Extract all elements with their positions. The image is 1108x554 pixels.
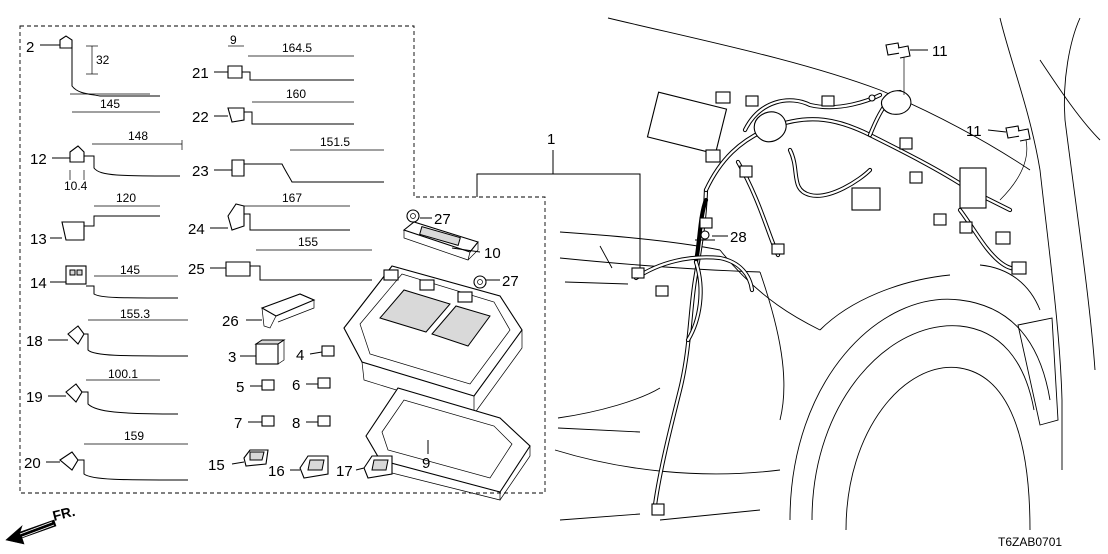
- clip-12: [69, 140, 183, 180]
- clip-21: [227, 45, 354, 81]
- callout-23: 23: [192, 163, 209, 180]
- dim-21-length: 164.5: [282, 41, 312, 55]
- dim-18: 155.3: [120, 307, 150, 321]
- callout-19: 19: [26, 389, 43, 406]
- callout-12: 12: [30, 151, 47, 168]
- dim-22: 160: [286, 87, 306, 101]
- harness-connectors: [631, 90, 1027, 516]
- callout-11-top: 11: [932, 43, 948, 60]
- clip-2: [59, 35, 160, 113]
- callout-1: 1: [547, 131, 555, 148]
- callout-18: 18: [26, 333, 43, 350]
- relay-block-10: [402, 221, 479, 261]
- callout-14: 14: [30, 275, 47, 292]
- dim-13: 120: [116, 191, 136, 205]
- front-direction-label: FR.: [51, 503, 77, 524]
- front-direction-indicator: FR.: [5, 503, 77, 545]
- callout-22: 22: [192, 109, 209, 126]
- callout-27-top: 27: [434, 211, 451, 228]
- dim-12-offset: 10.4: [64, 179, 88, 193]
- dim-23: 151.5: [320, 135, 350, 149]
- dim-24: 167: [282, 191, 302, 205]
- callout-15: 15: [208, 457, 225, 474]
- callout-4: 4: [296, 347, 304, 364]
- fuse-box-lower-cover: [365, 387, 531, 501]
- dim-2-height: 32: [96, 53, 110, 67]
- callout-5: 5: [236, 379, 244, 396]
- clip-20: [59, 443, 189, 481]
- callout-3: 3: [228, 349, 236, 366]
- clip-24: [227, 203, 350, 231]
- callout-9: 9: [422, 455, 430, 472]
- leader-lines: [40, 44, 1007, 471]
- callout-27-bottom: 27: [502, 273, 519, 290]
- wire-harness: [633, 89, 1021, 508]
- clip-28: [695, 230, 715, 241]
- dim-21-head: 9: [230, 33, 237, 47]
- callout-10: 10: [484, 245, 501, 262]
- front-arrow-icon: [5, 519, 57, 545]
- dim-14: 145: [120, 263, 140, 277]
- cover-26: [260, 293, 316, 329]
- dim-2-length: 145: [100, 97, 120, 111]
- callout-25: 25: [188, 261, 205, 278]
- callout-28: 28: [730, 229, 747, 246]
- vehicle-body-outline: [554, 17, 1101, 531]
- callout-21: 21: [192, 65, 209, 82]
- fuse-box-upper: [343, 265, 523, 415]
- clip-18: [67, 319, 189, 357]
- callout-6: 6: [292, 377, 300, 394]
- nuts-27: [406, 209, 487, 289]
- clip-13: [61, 205, 160, 241]
- callout-26: 26: [222, 313, 239, 330]
- callout-2: 2: [26, 39, 34, 56]
- callout-7: 7: [234, 415, 242, 432]
- dim-19: 100.1: [108, 367, 138, 381]
- callout-13: 13: [30, 231, 47, 248]
- dim-20: 159: [124, 429, 144, 443]
- bolts-11: [885, 42, 1031, 201]
- fuses-4-to-8: [261, 345, 335, 427]
- diagram-code: T6ZAB0701: [998, 535, 1062, 549]
- dim-12-length: 148: [128, 129, 148, 143]
- clip-19: [65, 379, 179, 415]
- callout-17: 17: [336, 463, 353, 480]
- relays-15-16-17: [243, 449, 393, 479]
- clip-14: [65, 265, 179, 299]
- callout-20: 20: [24, 455, 41, 472]
- clip-22: [227, 101, 354, 125]
- dim-25: 155: [298, 235, 318, 249]
- clip-23: [231, 149, 384, 183]
- dimension-labels: 32 145 148 10.4 120 145 155.3 100.1 159 …: [64, 33, 350, 443]
- callout-11-right: 11: [966, 123, 982, 140]
- callout-numbers: 1 2 3 4 5 6 7 8 9 10 11 11 12 13 14 15 1…: [24, 39, 982, 480]
- parts-group-frame: [19, 25, 641, 494]
- relay-3: [254, 339, 286, 365]
- clip-25: [225, 249, 372, 281]
- callout-24: 24: [188, 221, 205, 238]
- callout-16: 16: [268, 463, 285, 480]
- callout-8: 8: [292, 415, 300, 432]
